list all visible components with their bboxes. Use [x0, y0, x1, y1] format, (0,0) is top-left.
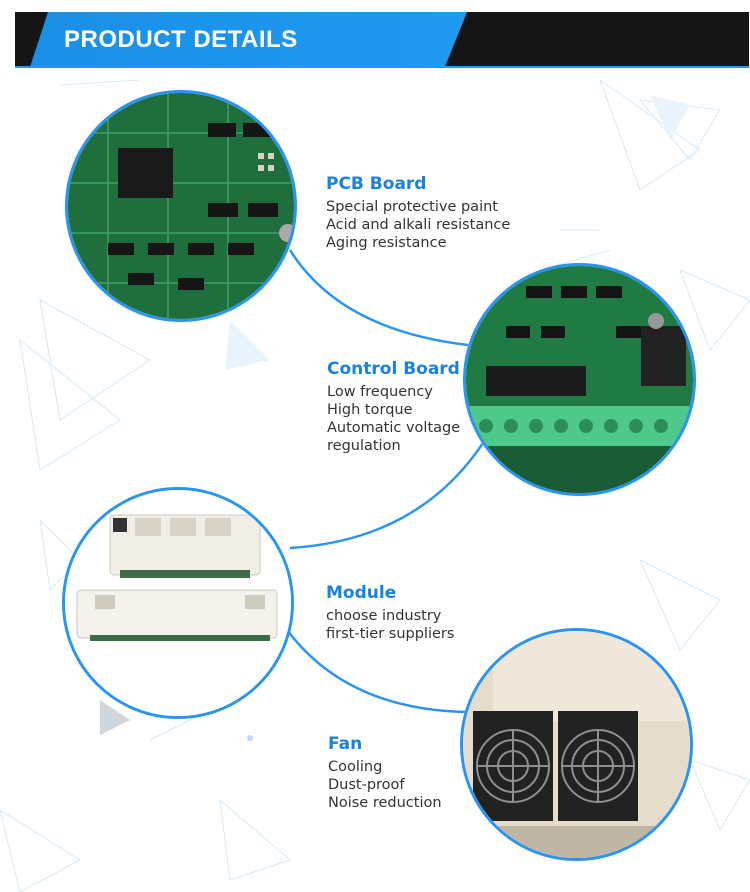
page-title: PRODUCT DETAILS — [64, 26, 298, 53]
control-board-image — [463, 263, 696, 496]
feature-line: Acid and alkali resistance — [326, 217, 511, 233]
feature-line: Automatic voltage — [327, 420, 461, 436]
feature-fan: Fan Cooling Dust-proof Noise reduction — [328, 734, 442, 812]
feature-line: regulation — [327, 438, 401, 454]
feature-control-board: Control Board Low frequency High torque … — [327, 359, 460, 455]
feature-line: Noise reduction — [328, 795, 442, 811]
feature-line: choose industry — [326, 608, 442, 624]
header-accent — [30, 12, 460, 67]
feature-line: Special protective paint — [326, 199, 498, 215]
feature-line: Aging resistance — [326, 235, 447, 251]
fan-image — [460, 628, 693, 861]
header-underline — [15, 66, 749, 68]
feature-line: Low frequency — [327, 384, 433, 400]
feature-title: Module — [326, 583, 397, 603]
feature-title: Fan — [328, 734, 363, 754]
feature-line: Dust-proof — [328, 777, 405, 793]
pcb-board-image — [65, 90, 297, 322]
feature-pcb-board: PCB Board Special protective paint Acid … — [326, 174, 510, 252]
feature-line: Cooling — [328, 759, 383, 775]
feature-line: first-tier suppliers — [326, 626, 455, 642]
feature-title: Control Board — [327, 359, 460, 379]
feature-module: Module choose industry first-tier suppli… — [326, 583, 454, 643]
feature-title: PCB Board — [326, 174, 427, 194]
feature-line: High torque — [327, 402, 413, 418]
module-image — [62, 487, 294, 719]
